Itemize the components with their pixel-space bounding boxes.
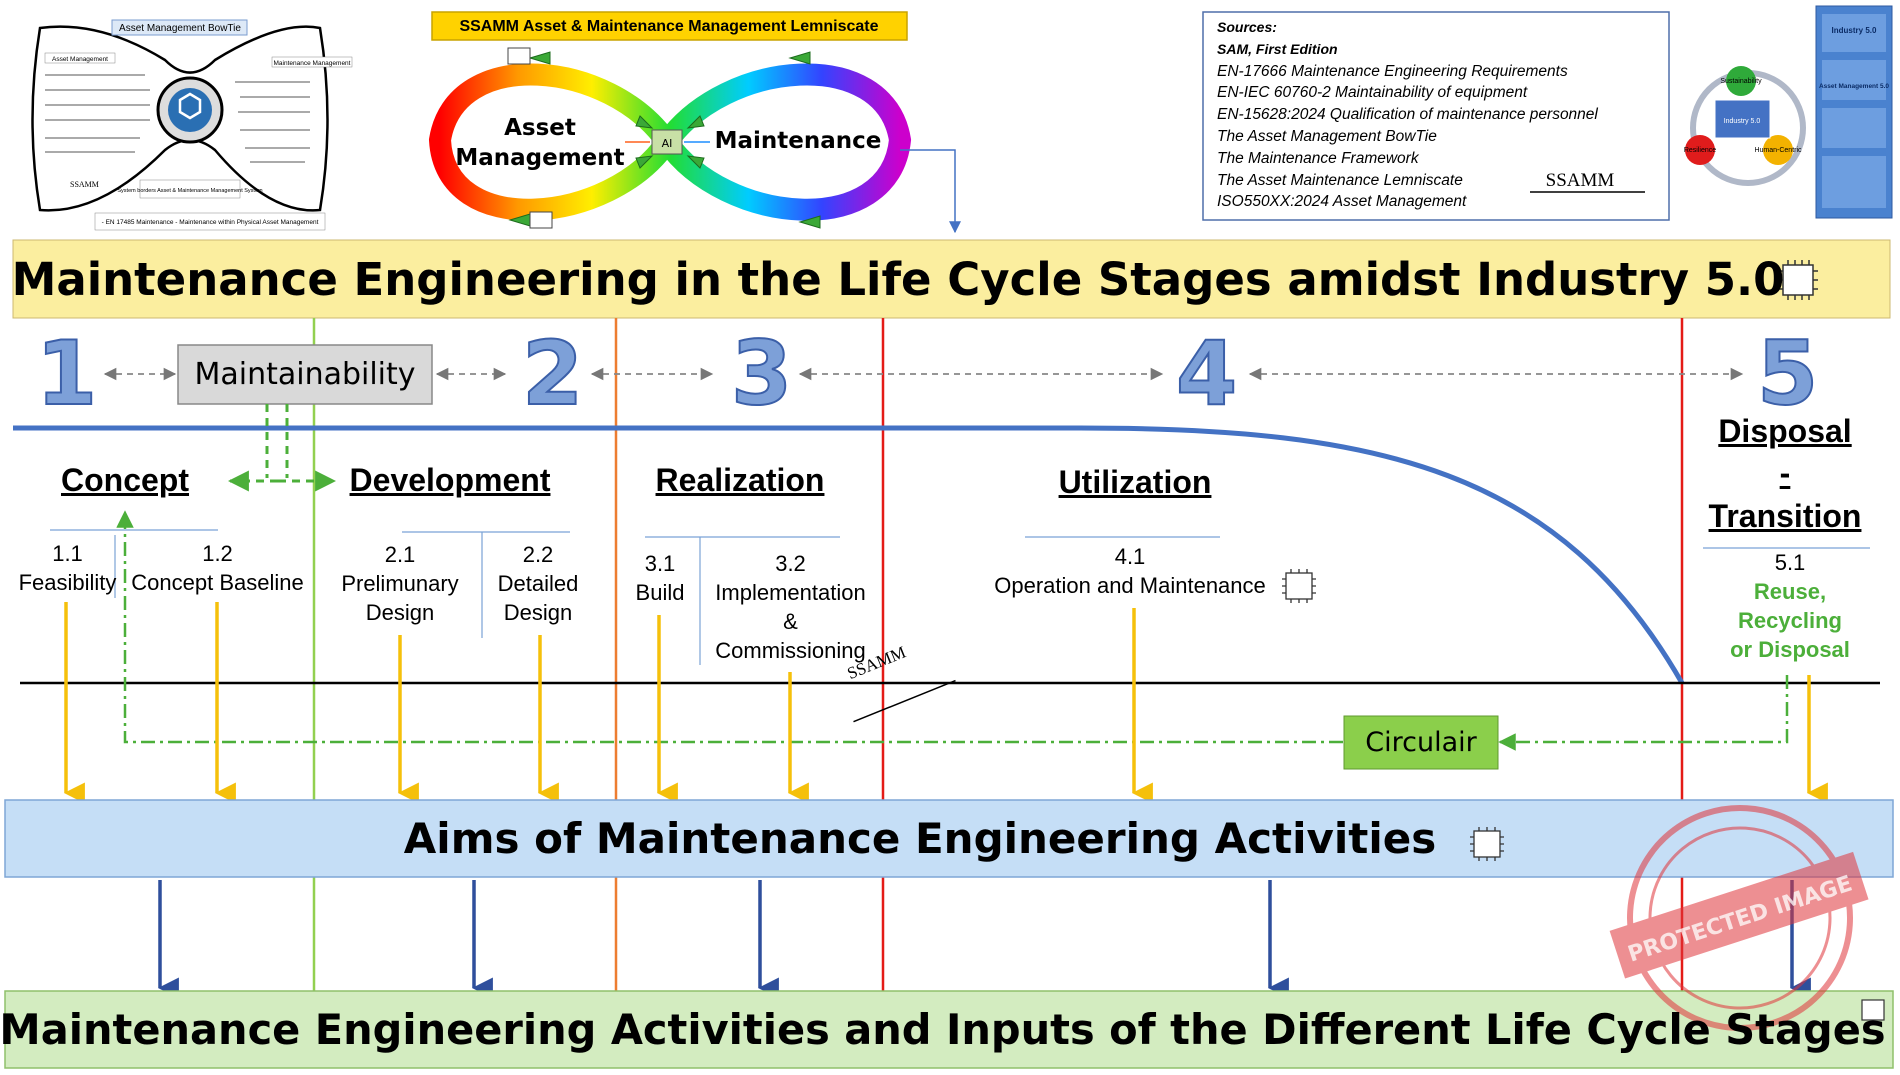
source-item: EN-17666 Maintenance Engineering Require… <box>1217 62 1568 80</box>
maintainability-box <box>177 344 433 405</box>
lemniscate-loop <box>428 47 912 229</box>
source-item: SAM, First Edition <box>1217 40 1338 57</box>
svg-text:SSAMM: SSAMM <box>1546 170 1615 191</box>
lemniscate-title-box <box>431 11 908 41</box>
sources-logo: SSAMM <box>1530 170 1645 193</box>
life-cycle-curve <box>13 425 1685 685</box>
stage-number-4: 4 <box>1175 322 1238 425</box>
lemniscate-left-line2: Management <box>455 145 624 171</box>
stage-realization: Realization <box>655 462 825 498</box>
bowtie-title: Asset Management BowTie <box>119 23 241 34</box>
maintainability-connectors <box>227 404 337 492</box>
ind50-resilience: Resilience <box>1684 147 1716 154</box>
bowtie-left-label: Asset Management <box>52 56 108 63</box>
bowtie-right-label: Maintenance Management <box>274 60 351 67</box>
lemniscate-ai: AI <box>662 137 673 150</box>
lemniscate-right: Maintenance <box>715 128 882 154</box>
stage-utilization: Utilization <box>1058 464 1212 500</box>
lemniscate-title: SSAMM Asset & Maintenance Management Lem… <box>459 18 878 35</box>
source-item: EN-IEC 60760-2 Maintainability of equipm… <box>1217 84 1528 102</box>
aims-title: Aims of Maintenance Engineering Activiti… <box>403 814 1437 863</box>
substage-dividers <box>50 529 1870 665</box>
stage-disposal-dash: - <box>1779 455 1791 491</box>
maintainability-label: Maintainability <box>194 357 416 392</box>
bowtie-thumbnail <box>31 19 353 231</box>
source-item: EN-15628:2024 Qualification of maintenan… <box>1217 106 1598 124</box>
stage-disposal: Disposal <box>1718 413 1852 449</box>
stage-number-5: 5 <box>1756 322 1819 425</box>
circular-label: Circulair <box>1365 727 1477 758</box>
source-item: The Maintenance Framework <box>1217 149 1419 167</box>
industry5-thumbnails <box>1815 5 1893 219</box>
bowtie-footer: - EN 17485 Maintenance - Maintenance wit… <box>102 219 319 226</box>
lemniscate-connector <box>900 149 961 234</box>
ind50-sustainability: Sustainability <box>1720 78 1762 85</box>
substage-5-1: 5.1 Reuse, Recycling or Disposal <box>1730 550 1850 662</box>
stage-number-1: 1 <box>35 322 98 425</box>
thumb-label-1: Industry 5.0 <box>1832 26 1877 35</box>
ai-chip-icon-title <box>1778 260 1818 300</box>
industry5-venn <box>1685 66 1806 186</box>
stage-development: Development <box>349 462 551 498</box>
ai-chip-icon-bottom <box>1861 999 1885 1021</box>
stage-number-3: 3 <box>730 322 793 425</box>
ind50-center: Industry 5.0 <box>1724 118 1761 125</box>
main-title-band <box>12 239 1891 319</box>
stage-concept: Concept <box>61 462 189 498</box>
source-item: The Asset Maintenance Lemniscate <box>1217 171 1463 189</box>
ssamm-small-stamp <box>853 679 956 723</box>
sources-heading: Sources: <box>1217 19 1277 35</box>
protected-image-stamp <box>1609 805 1869 1031</box>
ai-chip-icon-utilization <box>1282 569 1316 603</box>
stage-number-2: 2 <box>521 322 584 425</box>
circular-loop <box>116 510 1789 751</box>
stage-transition: Transition <box>1708 498 1862 534</box>
sources-box <box>1202 11 1670 221</box>
bottom-band <box>4 990 1894 1069</box>
bottom-title: Maintenance Engineering Activities and I… <box>0 1005 1886 1054</box>
sources-list: Sources: SAM, First Edition EN-17666 Mai… <box>1217 17 1657 213</box>
source-item: ISO550XX:2024 Asset Management <box>1217 193 1467 211</box>
thumb-label-2: Asset Management 5.0 <box>1819 83 1889 90</box>
bowtie-bottom-label: System borders Asset & Maintenance Manag… <box>117 188 263 194</box>
blue-arrows <box>157 880 1811 999</box>
main-title: Maintenance Engineering in the Life Cycl… <box>11 252 1785 306</box>
circular-box <box>1343 715 1499 770</box>
lemniscate-left-line1: Asset <box>504 115 576 141</box>
source-item: The Asset Management BowTie <box>1217 127 1437 145</box>
ind50-human: Human-Centric <box>1754 147 1802 154</box>
ai-chip-icon-aims <box>1470 827 1504 861</box>
aims-band <box>4 799 1894 878</box>
bowtie-logo: SSAMM <box>70 180 99 189</box>
yellow-arrows <box>63 602 1828 804</box>
